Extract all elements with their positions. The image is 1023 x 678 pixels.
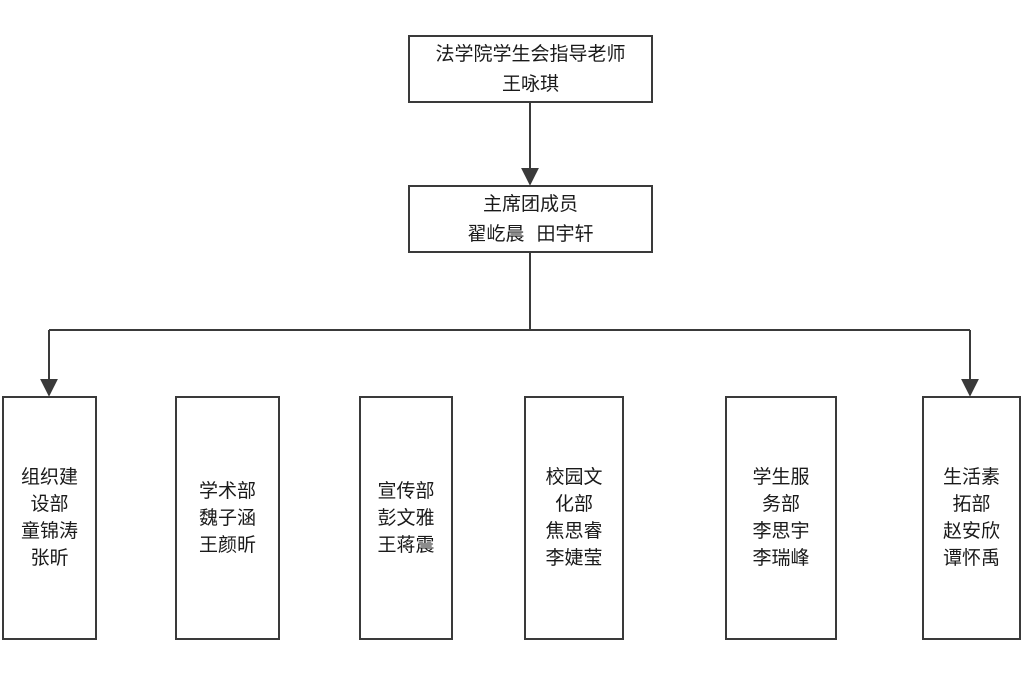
department-line: 生活素 — [942, 466, 1000, 488]
department-member: 谭怀禹 — [942, 547, 1000, 569]
presidium-members: 翟屹晨 田宇轩 — [467, 219, 593, 249]
department-member: 李思宇 — [752, 520, 810, 542]
department-line: 拓部 — [952, 493, 991, 515]
department-student-service-node: 学生服 务部 李思宇 李瑞峰 — [725, 396, 837, 640]
presidium-member: 田宇轩 — [536, 223, 594, 245]
presidium-member: 翟屹晨 — [467, 223, 525, 245]
department-life-development-node: 生活素 拓部 赵安欣 谭怀禹 — [922, 396, 1021, 640]
department-academic-node: 学术部 魏子涵 王颜昕 — [175, 396, 280, 640]
advisor-name: 王咏琪 — [501, 73, 559, 95]
department-line: 组织建 — [20, 466, 78, 488]
department-line: 校园文 — [545, 466, 603, 488]
department-member: 李婕莹 — [545, 547, 603, 569]
department-member: 王颜昕 — [198, 533, 256, 556]
department-member: 张昕 — [30, 547, 69, 569]
department-publicity-node: 宣传部 彭文雅 王蒋震 — [359, 396, 453, 640]
department-member: 王蒋震 — [377, 533, 435, 556]
department-line: 设部 — [30, 493, 69, 515]
department-line: 学术部 — [198, 479, 256, 502]
department-line: 学生服 — [752, 466, 810, 488]
department-line: 务部 — [761, 493, 800, 515]
department-line: 化部 — [554, 493, 593, 515]
department-campus-culture-node: 校园文 化部 焦思睿 李婕莹 — [524, 396, 624, 640]
department-organization-node: 组织建 设部 童锦涛 张昕 — [2, 396, 97, 640]
presidium-node: 主席团成员 翟屹晨 田宇轩 — [408, 185, 653, 253]
department-member: 李瑞峰 — [752, 547, 810, 569]
department-member: 魏子涵 — [198, 506, 256, 529]
department-member: 彭文雅 — [377, 506, 435, 529]
department-line: 宣传部 — [377, 479, 435, 502]
department-member: 童锦涛 — [20, 520, 78, 542]
department-member: 赵安欣 — [942, 520, 1000, 542]
department-member: 焦思睿 — [545, 520, 603, 542]
advisor-title: 法学院学生会指导老师 — [435, 43, 626, 65]
advisor-node: 法学院学生会指导老师 王咏琪 — [408, 35, 653, 103]
presidium-title: 主席团成员 — [482, 193, 578, 215]
